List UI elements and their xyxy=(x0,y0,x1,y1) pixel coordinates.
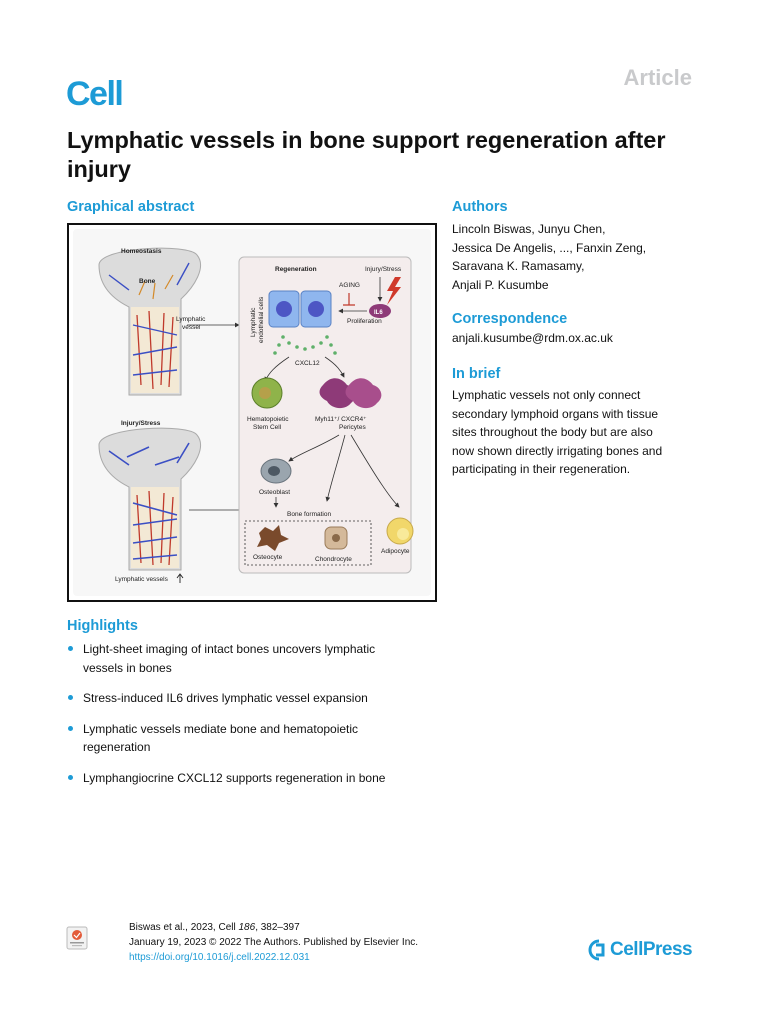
il6-label: IL6 xyxy=(374,310,383,316)
in-brief-line: Lymphatic vessels not only connect xyxy=(452,388,641,402)
highlights-list: Light-sheet imaging of intact bones unco… xyxy=(67,640,437,799)
author-line[interactable]: Anjali P. Kusumbe xyxy=(452,277,549,292)
citation-authors: Biswas et al., 2023, Cell xyxy=(129,922,239,933)
cellpress-logo-icon xyxy=(588,939,605,961)
homeostasis-label: Homeostasis xyxy=(121,248,162,255)
article-type: Article xyxy=(623,65,692,90)
author-line[interactable]: Lincoln Biswas, Junyu Chen, xyxy=(452,222,606,236)
up-arrow-icon xyxy=(176,573,184,583)
lymphatic-endothelial-cells xyxy=(268,290,332,328)
osteoblast-label: Osteoblast xyxy=(259,489,290,496)
highlight-line: vessels in bones xyxy=(83,660,172,675)
highlight-item: Stress-induced IL6 drives lymphatic vess… xyxy=(67,689,437,708)
journal-logo: Cell xyxy=(66,75,124,113)
chondrocyte-label: Chondrocyte xyxy=(315,556,352,563)
correspondence-heading: Correspondence xyxy=(452,311,568,327)
in-brief-heading: In brief xyxy=(452,366,501,382)
bullet-icon xyxy=(68,695,73,700)
author-line[interactable]: Saravana K. Ramasamy, xyxy=(452,259,585,273)
graphical-abstract-figure: Homeostasis Bone Lymphatic vessel Injury… xyxy=(67,223,437,602)
authors-list: Lincoln Biswas, Junyu Chen, Jessica De A… xyxy=(452,220,712,294)
highlight-item: Lymphatic vessels mediate bone and hemat… xyxy=(67,720,437,757)
bone-label: Bone xyxy=(139,278,156,285)
publisher-name: CellPress xyxy=(610,939,693,960)
author-line[interactable]: Jessica De Angelis, ..., Fanxin Zeng, xyxy=(452,240,647,255)
osteocyte-label: Osteocyte xyxy=(253,554,283,561)
highlight-item: Light-sheet imaging of intact bones unco… xyxy=(67,640,437,677)
bone-formation-label: Bone formation xyxy=(287,511,331,518)
proliferation-label: Proliferation xyxy=(347,318,382,325)
article-title: Lymphatic vessels in bone support regene… xyxy=(67,127,666,182)
bullet-icon xyxy=(68,646,73,651)
citation-pages: , 382–397 xyxy=(255,922,300,933)
injury-bone xyxy=(98,427,202,571)
highlight-item: Lymphangiocrine CXCL12 supports regenera… xyxy=(67,769,437,788)
cxcl12-dots xyxy=(273,335,337,355)
lymphatic-vessel-label-2: vessel xyxy=(182,324,201,331)
citation-volume: 186 xyxy=(238,922,256,933)
pericyte-label-1: Myh11⁺/ CXCR4⁺ xyxy=(315,416,367,423)
graphical-abstract-heading: Graphical abstract xyxy=(67,199,195,215)
lymphatic-vessel-label-1: Lymphatic xyxy=(176,316,206,323)
correspondence-email[interactable]: anjali.kusumbe@rdm.ox.ac.uk xyxy=(452,331,613,345)
aging-label: AGING xyxy=(339,282,360,289)
in-brief-line: secondary lymphoid organs with tissue xyxy=(452,406,659,421)
pericytes xyxy=(319,378,382,409)
highlight-line: Lymphangiocrine CXCL12 supports regenera… xyxy=(83,770,386,785)
hsc-label-1: Hematopoietic xyxy=(247,416,289,423)
adipocyte-label: Adipocyte xyxy=(381,548,410,555)
cellpress-logo[interactable]: CellPress xyxy=(587,937,693,963)
highlight-line: regeneration xyxy=(83,740,151,754)
lec-label-1: Lymphatic xyxy=(250,307,257,337)
highlight-line: Lymphatic vessels mediate bone and hemat… xyxy=(83,721,359,736)
authors-heading: Authors xyxy=(452,199,508,215)
in-brief-line: now shown directly irrigating bones and xyxy=(452,443,663,458)
doi-link[interactable]: https://doi.org/10.1016/j.cell.2022.12.0… xyxy=(129,952,310,963)
lightning-icon xyxy=(387,277,401,305)
pericyte-label-2: Pericytes xyxy=(339,424,366,431)
highlight-line: Light-sheet imaging of intact bones unco… xyxy=(83,642,376,656)
in-brief-line: sites throughout the body but are also xyxy=(452,425,653,439)
bone-formation-box xyxy=(244,520,372,566)
citation-line-1: Biswas et al., 2023, Cell 186, 382–397 xyxy=(129,920,418,935)
highlight-line: Stress-induced IL6 drives lymphatic vess… xyxy=(83,691,368,705)
injury-stress-right-label: Injury/Stress xyxy=(365,266,402,273)
il6-icon xyxy=(369,304,391,318)
lymphatic-vessels-increase-label: Lymphatic vessels xyxy=(115,576,169,583)
regeneration-label: Regeneration xyxy=(275,266,317,273)
lec-label-2: endothelial cells xyxy=(258,296,265,343)
highlights-heading: Highlights xyxy=(67,618,138,634)
graphical-abstract-illustration: Homeostasis Bone Lymphatic vessel Injury… xyxy=(73,229,431,596)
citation-line-2: January 19, 2023 © 2022 The Authors. Pub… xyxy=(129,937,419,948)
bullet-icon xyxy=(68,725,73,731)
check-for-updates-icon[interactable] xyxy=(66,926,88,950)
in-brief-line: participating in their regeneration. xyxy=(452,462,631,476)
aging-inhibition-icon xyxy=(343,293,355,306)
osteocyte-cell xyxy=(257,525,289,551)
in-brief-text: Lymphatic vessels not only connect secon… xyxy=(452,386,712,479)
bullet-icon xyxy=(68,774,73,780)
cxcl12-label: CXCL12 xyxy=(295,360,320,367)
citation-block: Biswas et al., 2023, Cell 186, 382–397 J… xyxy=(129,920,418,965)
hsc-label-2: Stem Cell xyxy=(253,424,282,431)
injury-stress-left-label: Injury/Stress xyxy=(121,420,161,427)
homeostasis-bone xyxy=(98,247,202,396)
